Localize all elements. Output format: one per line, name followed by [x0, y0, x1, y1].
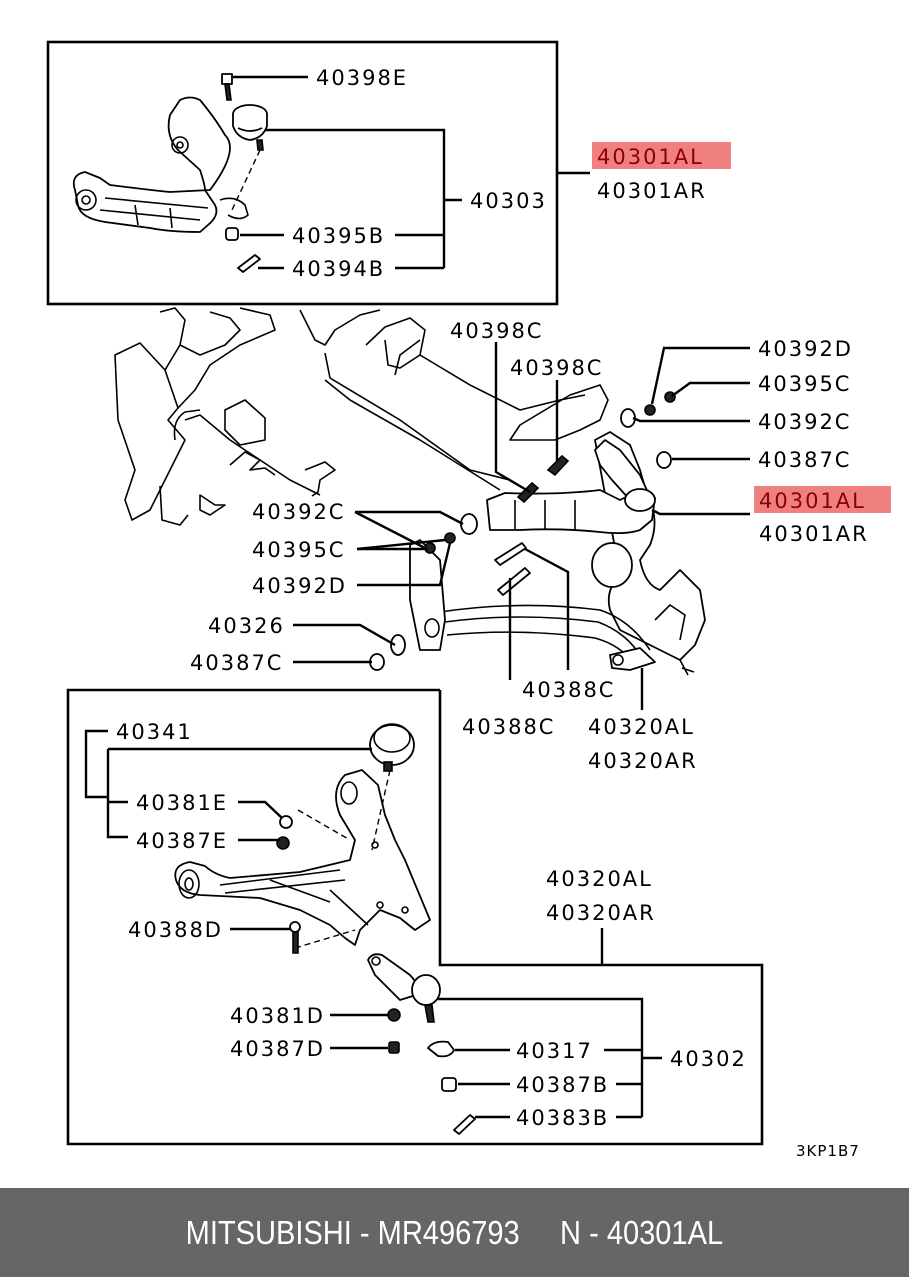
ball-joint-lower-drawing [367, 953, 441, 1023]
label-40341[interactable]: 40341 [116, 720, 193, 744]
bolt-40388d-drawing [289, 921, 301, 954]
lower-arm-installed-drawing [439, 604, 656, 671]
label-40387e[interactable]: 40387E [136, 829, 228, 853]
lower-arm-inset-frame [66, 688, 764, 1146]
label-40387d[interactable]: 40387D [230, 1037, 325, 1061]
diagram-code: 3KP1B7 [796, 1142, 860, 1160]
assembly-guide-line [231, 149, 261, 211]
label-40301ar-top[interactable]: 40301AR [597, 179, 707, 203]
label-40387c-right[interactable]: 40387C [758, 448, 851, 472]
label-40301al-top[interactable]: 40301AL [597, 145, 704, 169]
label-40395c-left[interactable]: 40395C [252, 538, 345, 562]
label-40398e: 40398E [316, 66, 408, 90]
label-40320al-lower[interactable]: 40320AL [546, 867, 653, 891]
label-40320ar-center[interactable]: 40320AR [588, 749, 698, 773]
label-40302[interactable]: 40302 [670, 1047, 747, 1071]
castle-nut-40387b-drawing [441, 1077, 457, 1092]
vehicle-frame-drawing [114, 307, 609, 526]
upper-control-arm-drawing [72, 96, 249, 233]
highlight-40301al-center [754, 486, 891, 513]
label-40301ar-center[interactable]: 40301AR [759, 522, 869, 546]
bushing-40341-drawing [369, 723, 415, 772]
label-40388c-a[interactable]: 40388C [522, 678, 615, 702]
cotter-pin-40383b-drawing [453, 1114, 476, 1135]
label-40320ar-lower[interactable]: 40320AR [546, 901, 656, 925]
nut-40395b-drawing [225, 227, 239, 241]
label-40398c-b[interactable]: 40398C [510, 356, 603, 380]
label-40388d[interactable]: 40388D [128, 918, 223, 942]
upper-arm-inset: 40398E 40303 40395B 40394B 40301AL 40301… [46, 40, 731, 306]
label-40381e[interactable]: 40381E [136, 791, 228, 815]
lower-arm-inset: 40341 40381E 40387E 40388D 40320AL 40320… [66, 688, 764, 1146]
label-40387b[interactable]: 40387B [516, 1073, 609, 1097]
label-40381d[interactable]: 40381D [230, 1004, 325, 1028]
cotter-pin-40394b-drawing [237, 254, 261, 273]
label-40392c-left[interactable]: 40392C [252, 500, 345, 524]
label-40392d-left[interactable]: 40392D [252, 574, 347, 598]
label-40326[interactable]: 40326 [208, 614, 285, 638]
nut-40387d-drawing [388, 1041, 400, 1054]
lower-ball-joint-drawing [591, 542, 633, 588]
highlight-40301al-top [592, 142, 731, 169]
center-assembly: 40398C 40398C 40392D 40395C 40392C 40387… [114, 307, 891, 773]
ball-joint-upper-drawing [232, 104, 268, 151]
label-40301al-center[interactable]: 40301AL [759, 489, 866, 513]
part-info-footer: MITSUBISHI - MR496793 N - 40301AL [0, 1188, 909, 1277]
upper-arm-installed-drawing [486, 439, 656, 535]
washer-40381e-drawing [279, 815, 293, 829]
boot-40317-drawing [427, 1040, 455, 1058]
label-40395b: 40395B [292, 224, 385, 248]
parts-diagram: 40398E 40303 40395B 40394B 40301AL 40301… [46, 40, 891, 1160]
label-40317[interactable]: 40317 [516, 1039, 593, 1063]
label-40303: 40303 [470, 189, 547, 213]
bracket-40326-drawing [409, 539, 446, 651]
label-40398c-a[interactable]: 40398C [450, 319, 543, 343]
label-40388c-b[interactable]: 40388C [462, 715, 555, 739]
label-40387c-left[interactable]: 40387C [190, 651, 283, 675]
bolt-40398e-drawing [221, 73, 233, 101]
label-40383b[interactable]: 40383B [516, 1106, 609, 1130]
part-info-text: MITSUBISHI - MR496793 N - 40301AL [185, 1213, 724, 1251]
fasteners-drawing [369, 391, 676, 671]
washer-40381d-drawing [387, 1008, 401, 1022]
label-40394b: 40394B [292, 257, 385, 281]
lower-control-arm-drawing [174, 769, 431, 946]
label-40395c-top[interactable]: 40395C [758, 372, 851, 396]
label-40392d-top[interactable]: 40392D [758, 337, 853, 361]
label-40320al-center[interactable]: 40320AL [588, 715, 695, 739]
label-40392c-right[interactable]: 40392C [758, 410, 851, 434]
